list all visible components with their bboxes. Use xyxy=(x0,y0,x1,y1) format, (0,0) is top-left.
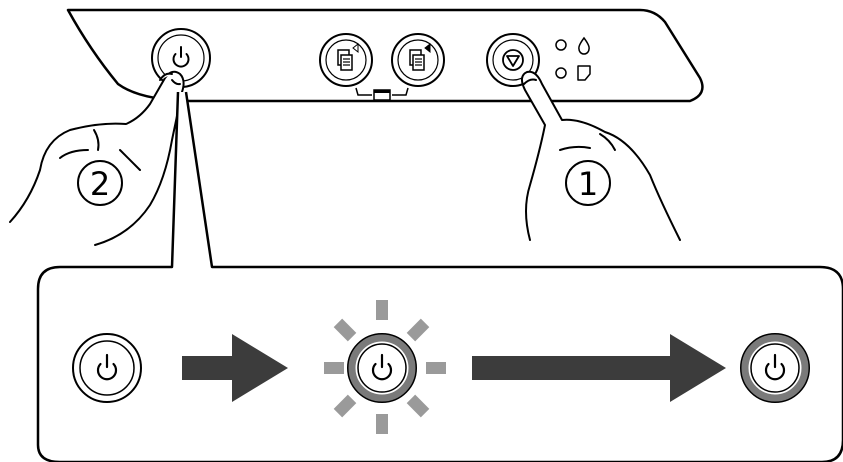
right-arrow-short xyxy=(182,334,288,402)
ink-light xyxy=(555,39,567,51)
ink-drop-icon xyxy=(578,36,590,55)
power-light-on xyxy=(740,333,810,403)
copy-document-icon xyxy=(409,42,431,71)
step-2-number: 2 xyxy=(90,165,110,203)
copy-document-icon xyxy=(337,42,359,71)
stop-icon xyxy=(502,49,524,71)
step-2-marker: 2 xyxy=(77,160,123,206)
paper-light xyxy=(555,67,567,79)
power-icon xyxy=(764,353,786,381)
step-1-number: 1 xyxy=(578,165,598,203)
control-panel xyxy=(66,8,704,103)
power-icon xyxy=(96,353,118,381)
paper-icon xyxy=(577,65,591,81)
right-arrow-long xyxy=(472,334,726,402)
power-icon xyxy=(371,353,393,381)
left-hand xyxy=(9,70,185,246)
step-1-marker: 1 xyxy=(565,160,611,206)
flash-rays xyxy=(324,300,446,434)
copy-paper-size-bracket xyxy=(355,87,409,101)
power-icon xyxy=(172,46,190,68)
